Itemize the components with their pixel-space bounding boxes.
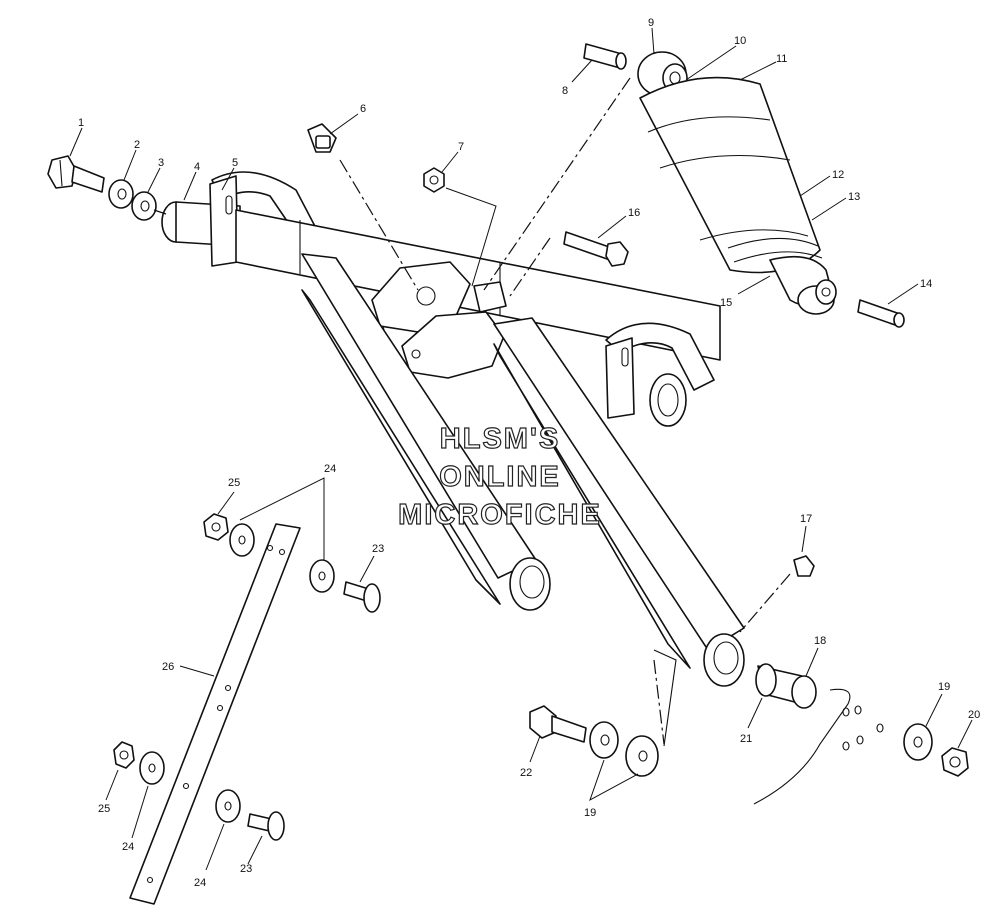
part-4-5-rocker-arm-assembly [161, 171, 745, 687]
gap-outline [653, 649, 677, 747]
callout-16: 16 [628, 207, 640, 219]
part-18-bushing [755, 663, 817, 709]
callout-24-top: 24 [324, 463, 336, 475]
part-14-pin [857, 299, 905, 328]
part-7-nut [423, 167, 445, 193]
callout-3: 3 [158, 157, 164, 169]
part-17-grease-fitting [793, 555, 815, 577]
callout-18: 18 [814, 635, 826, 647]
callout-8: 8 [562, 85, 568, 97]
callout-24-bottom: 24 [194, 877, 206, 889]
part-16-bolt [563, 231, 629, 267]
part-1-bolt [47, 155, 105, 193]
callout-21: 21 [740, 733, 752, 745]
part-20-nut [941, 747, 969, 777]
callout-23-top: 23 [372, 543, 384, 555]
callout-19-right: 19 [938, 681, 950, 693]
callout-numbers: 1 2 3 4 5 6 7 8 9 10 11 12 13 14 15 16 1… [78, 17, 980, 889]
assembly-lines [153, 77, 791, 745]
callout-14: 14 [920, 278, 932, 290]
part-3-washer [131, 191, 157, 221]
callout-7: 7 [458, 141, 464, 153]
part-25-nut-top [203, 513, 229, 541]
part-26-strap [129, 523, 301, 905]
callout-25-top: 25 [228, 477, 240, 489]
part-23-pin-top [343, 581, 381, 613]
watermark-line-3: MICROFICHE [398, 499, 602, 531]
watermark-line-2: ONLINE [439, 461, 561, 493]
part-11-shock-absorber [637, 51, 837, 315]
callout-19-center: 19 [584, 807, 596, 819]
part-25-nut-bottom [113, 741, 135, 769]
callout-11: 11 [776, 53, 787, 65]
part-24-washer-1 [229, 523, 255, 557]
leader-lines [69, 27, 973, 871]
callout-23-bottom: 23 [240, 863, 252, 875]
part-19-washers-center [589, 721, 659, 777]
part-24-washer-3 [139, 751, 165, 785]
part-2-washer [108, 179, 134, 209]
watermark-line-1: HLSM'S [440, 423, 560, 455]
callout-2: 2 [134, 139, 140, 151]
watermark: HLSM'S ONLINE MICROFICHE [398, 422, 602, 531]
callout-17: 17 [800, 513, 812, 525]
callout-25-bottom: 25 [98, 803, 110, 815]
callout-24-left: 24 [122, 841, 134, 853]
part-19-washer-right [903, 723, 933, 761]
callout-22: 22 [520, 767, 532, 779]
part-22-bolt [529, 705, 587, 743]
part-24-washer-4 [215, 789, 241, 823]
callout-15: 15 [720, 297, 732, 309]
part-8-pin [583, 43, 627, 70]
part-23-pin-bottom [247, 811, 285, 841]
callout-20: 20 [968, 709, 980, 721]
callout-9: 9 [648, 17, 654, 29]
callout-4: 4 [194, 161, 200, 173]
side-plate [753, 688, 884, 805]
callout-13: 13 [848, 191, 860, 203]
callout-26: 26 [162, 661, 174, 673]
callout-1: 1 [78, 117, 84, 129]
callout-6: 6 [360, 103, 366, 115]
callout-10: 10 [734, 35, 746, 47]
part-6-grease-fitting [307, 123, 337, 153]
callout-5: 5 [232, 157, 238, 169]
callout-12: 12 [832, 169, 844, 181]
part-24-washer-2 [309, 559, 335, 593]
